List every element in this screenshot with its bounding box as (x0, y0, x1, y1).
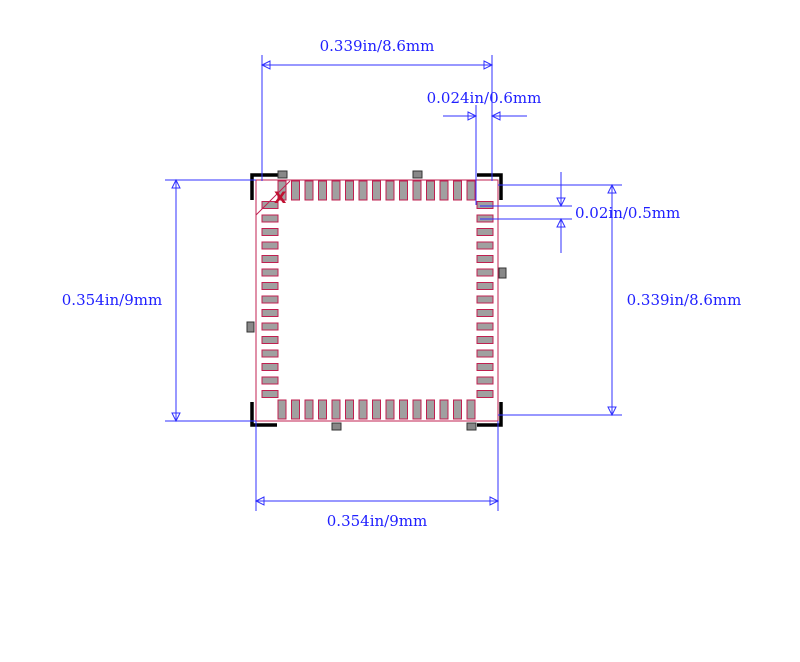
pad-right (476, 228, 494, 236)
dimension-left-height: 0.354in/9mm (62, 178, 256, 423)
pad-left (261, 390, 279, 398)
pad-top (318, 180, 327, 201)
pad-top (399, 180, 408, 201)
pad-top (453, 180, 462, 201)
pad-top (385, 180, 395, 201)
pad-left (261, 376, 279, 385)
dimension-label: 0.354in/9mm (327, 512, 427, 530)
pin1-marker: X (274, 188, 287, 207)
pad-bottom (439, 399, 449, 420)
pad-left (261, 241, 279, 250)
silk-corner-bottom-left (250, 402, 277, 427)
pad-top (372, 180, 381, 201)
pad-top (277, 180, 287, 201)
fiducial-marker (331, 422, 342, 431)
pad-right (476, 309, 494, 317)
pad-top (439, 180, 449, 201)
pad-left (261, 295, 279, 304)
pad-top (291, 180, 300, 201)
pad-right (476, 376, 494, 385)
pad-left (261, 282, 279, 290)
pad-left (261, 268, 279, 277)
pin1-chamfer-line (255, 180, 291, 216)
silk-corner-top-left (250, 173, 280, 200)
pad-left (261, 336, 279, 344)
dimension-label: 0.339in/8.6mm (627, 291, 742, 309)
pad-right (476, 255, 494, 263)
pad-bottom (372, 399, 381, 420)
dimension-right-height: 0.339in/8.6mm (498, 183, 742, 417)
pad-bottom (426, 399, 435, 420)
pad-bottom (331, 399, 341, 420)
pad-right (476, 390, 494, 398)
fiducial-marker (498, 267, 507, 279)
pad-bottom (453, 399, 462, 420)
pad-top (466, 180, 476, 201)
fiducial-marker (246, 321, 255, 333)
pad-left (261, 255, 279, 263)
pad-group (261, 180, 494, 420)
pad-bottom (345, 399, 354, 420)
pad-top (426, 180, 435, 201)
pad-left (261, 309, 279, 317)
pad-top (331, 180, 341, 201)
pad-bottom (318, 399, 327, 420)
dimension-top-width: 0.339in/8.6mm (260, 37, 494, 181)
pad-left (261, 363, 279, 371)
pad-bottom (412, 399, 422, 420)
pad-bottom (291, 399, 300, 420)
dimension-label: 0.354in/9mm (62, 291, 162, 309)
dimension-pitch: 0.02in/0.5mm (480, 172, 680, 253)
pad-bottom (399, 399, 408, 420)
pad-top (345, 180, 354, 201)
pad-left (261, 349, 279, 358)
pad-bottom (358, 399, 368, 420)
pad-right (476, 201, 494, 209)
pad-bottom (466, 399, 476, 420)
pad-right (476, 336, 494, 344)
pad-top (358, 180, 368, 201)
pad-bottom (277, 399, 287, 420)
silk-corner-top-right (477, 173, 503, 200)
pad-bottom (304, 399, 314, 420)
dimension-pad-width: 0.024in/0.6mm (427, 89, 542, 205)
fiducial-marker (277, 170, 288, 179)
pad-right (476, 363, 494, 371)
pad-left (261, 228, 279, 236)
fiducial-marker (412, 170, 423, 179)
pad-bottom (385, 399, 395, 420)
pad-top (304, 180, 314, 201)
pad-right (476, 282, 494, 290)
pad-left (261, 214, 279, 223)
pad-left (261, 322, 279, 331)
dimension-label: 0.02in/0.5mm (575, 204, 680, 222)
fiducial-marker (466, 422, 477, 431)
pad-right (476, 268, 494, 277)
dimension-label: 0.024in/0.6mm (427, 89, 542, 107)
dimension-label: 0.339in/8.6mm (320, 37, 435, 55)
pad-right (476, 349, 494, 358)
pad-top (412, 180, 422, 201)
silk-corner-bottom-right (477, 402, 503, 427)
package-body-outline (255, 179, 499, 422)
pad-right (476, 322, 494, 331)
dimension-bottom-width: 0.354in/9mm (254, 421, 500, 530)
pad-right (476, 241, 494, 250)
pad-right (476, 295, 494, 304)
